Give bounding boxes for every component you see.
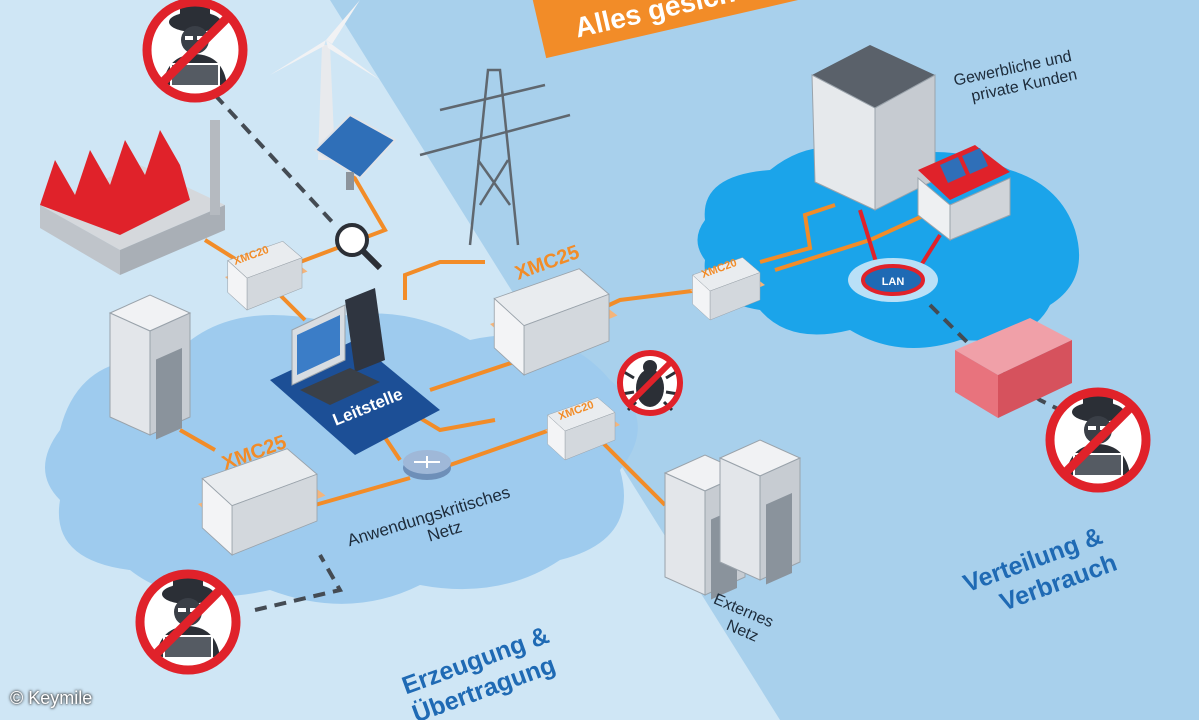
office-building bbox=[811, 45, 936, 211]
hacker-prohibited-icon-top bbox=[143, 0, 247, 102]
critical-network-cloud bbox=[45, 313, 638, 604]
hacker-prohibited-icon-right bbox=[1046, 388, 1150, 492]
copyright-notice: © Keymile bbox=[10, 688, 93, 708]
residential-house bbox=[917, 145, 1011, 242]
bug-prohibited-icon bbox=[617, 350, 683, 416]
power-plant bbox=[40, 120, 225, 275]
solar-panel bbox=[313, 113, 397, 190]
lan-ring: LAN bbox=[848, 258, 938, 302]
magnifier-icon bbox=[335, 223, 383, 271]
server-left bbox=[109, 294, 191, 441]
lan-label: LAN bbox=[882, 276, 905, 288]
power-pylon bbox=[419, 68, 571, 246]
firewall-icon bbox=[955, 318, 1072, 418]
control-room bbox=[270, 288, 440, 455]
external-servers bbox=[664, 439, 801, 601]
wind-turbine bbox=[270, 0, 380, 160]
hacker-prohibited-icon-bottom bbox=[136, 570, 240, 674]
router-icon bbox=[403, 450, 451, 480]
